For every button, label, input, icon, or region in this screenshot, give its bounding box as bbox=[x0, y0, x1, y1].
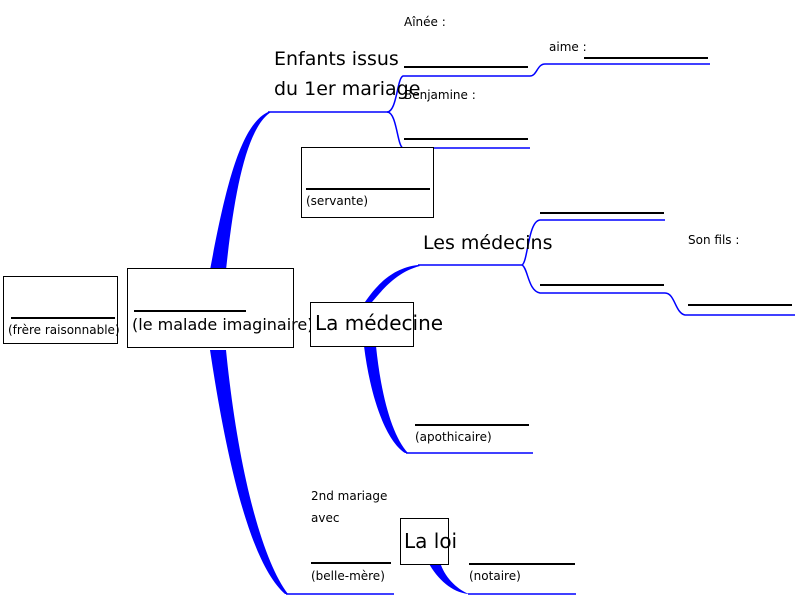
son-fils-blank-line bbox=[688, 304, 792, 306]
benjamine-blank-line bbox=[404, 138, 528, 140]
benjamine-label: Benjamine : bbox=[404, 88, 476, 102]
belle-mere-caption: (belle-mère) bbox=[311, 569, 385, 583]
frere-caption: (frère raisonnable) bbox=[8, 323, 120, 337]
branch-to-medecine-bottom bbox=[364, 346, 408, 453]
malade-imaginaire-node[interactable]: (le malade imaginaire) bbox=[127, 268, 313, 348]
servante-node[interactable]: (servante) bbox=[301, 147, 434, 218]
line-benjamine bbox=[386, 111, 530, 149]
apothicaire-blank-line bbox=[415, 424, 529, 426]
loi-node[interactable]: La loi bbox=[400, 518, 457, 565]
medecine-title: La médecine bbox=[315, 311, 444, 335]
belle-mere-blank-line bbox=[311, 562, 391, 564]
branch-to-notaire bbox=[428, 562, 469, 594]
aime-blank-line bbox=[584, 57, 708, 59]
frere-blank-line bbox=[11, 317, 115, 319]
line-ainee-benjamine bbox=[386, 63, 710, 113]
branch-to-medecine-top bbox=[365, 265, 420, 302]
ainee-blank-line bbox=[404, 66, 528, 68]
mariage-line2: avec bbox=[311, 511, 340, 525]
branch-to-loi bbox=[210, 350, 288, 594]
line-medecin-2 bbox=[521, 264, 795, 316]
malade-caption: (le malade imaginaire) bbox=[132, 315, 314, 334]
enfants-title-line2: du 1er mariage bbox=[274, 78, 421, 100]
ainee-label: Aînée : bbox=[404, 15, 446, 29]
branch-to-enfants bbox=[210, 112, 271, 270]
notaire-caption: (notaire) bbox=[469, 569, 521, 583]
enfants-title-line1: Enfants issus bbox=[274, 48, 399, 70]
medecin-2-blank-line bbox=[540, 284, 664, 286]
medecins-title: Les médecins bbox=[423, 232, 553, 254]
apothicaire-caption: (apothicaire) bbox=[415, 430, 492, 444]
servante-blank-line bbox=[306, 188, 430, 190]
medecine-node[interactable]: La médecine bbox=[310, 302, 443, 347]
aime-label: aime : bbox=[549, 40, 587, 54]
malade-blank-line bbox=[134, 310, 246, 312]
mariage-line1: 2nd mariage bbox=[311, 489, 388, 503]
loi-title: La loi bbox=[404, 529, 458, 553]
son-fils-label: Son fils : bbox=[688, 233, 740, 247]
line-medecin-1 bbox=[521, 219, 665, 266]
servante-caption: (servante) bbox=[306, 194, 369, 208]
medecin-1-blank-line bbox=[540, 212, 664, 214]
notaire-blank-line bbox=[469, 563, 575, 565]
frere-raisonnable-node[interactable]: (frère raisonnable) bbox=[3, 276, 120, 344]
